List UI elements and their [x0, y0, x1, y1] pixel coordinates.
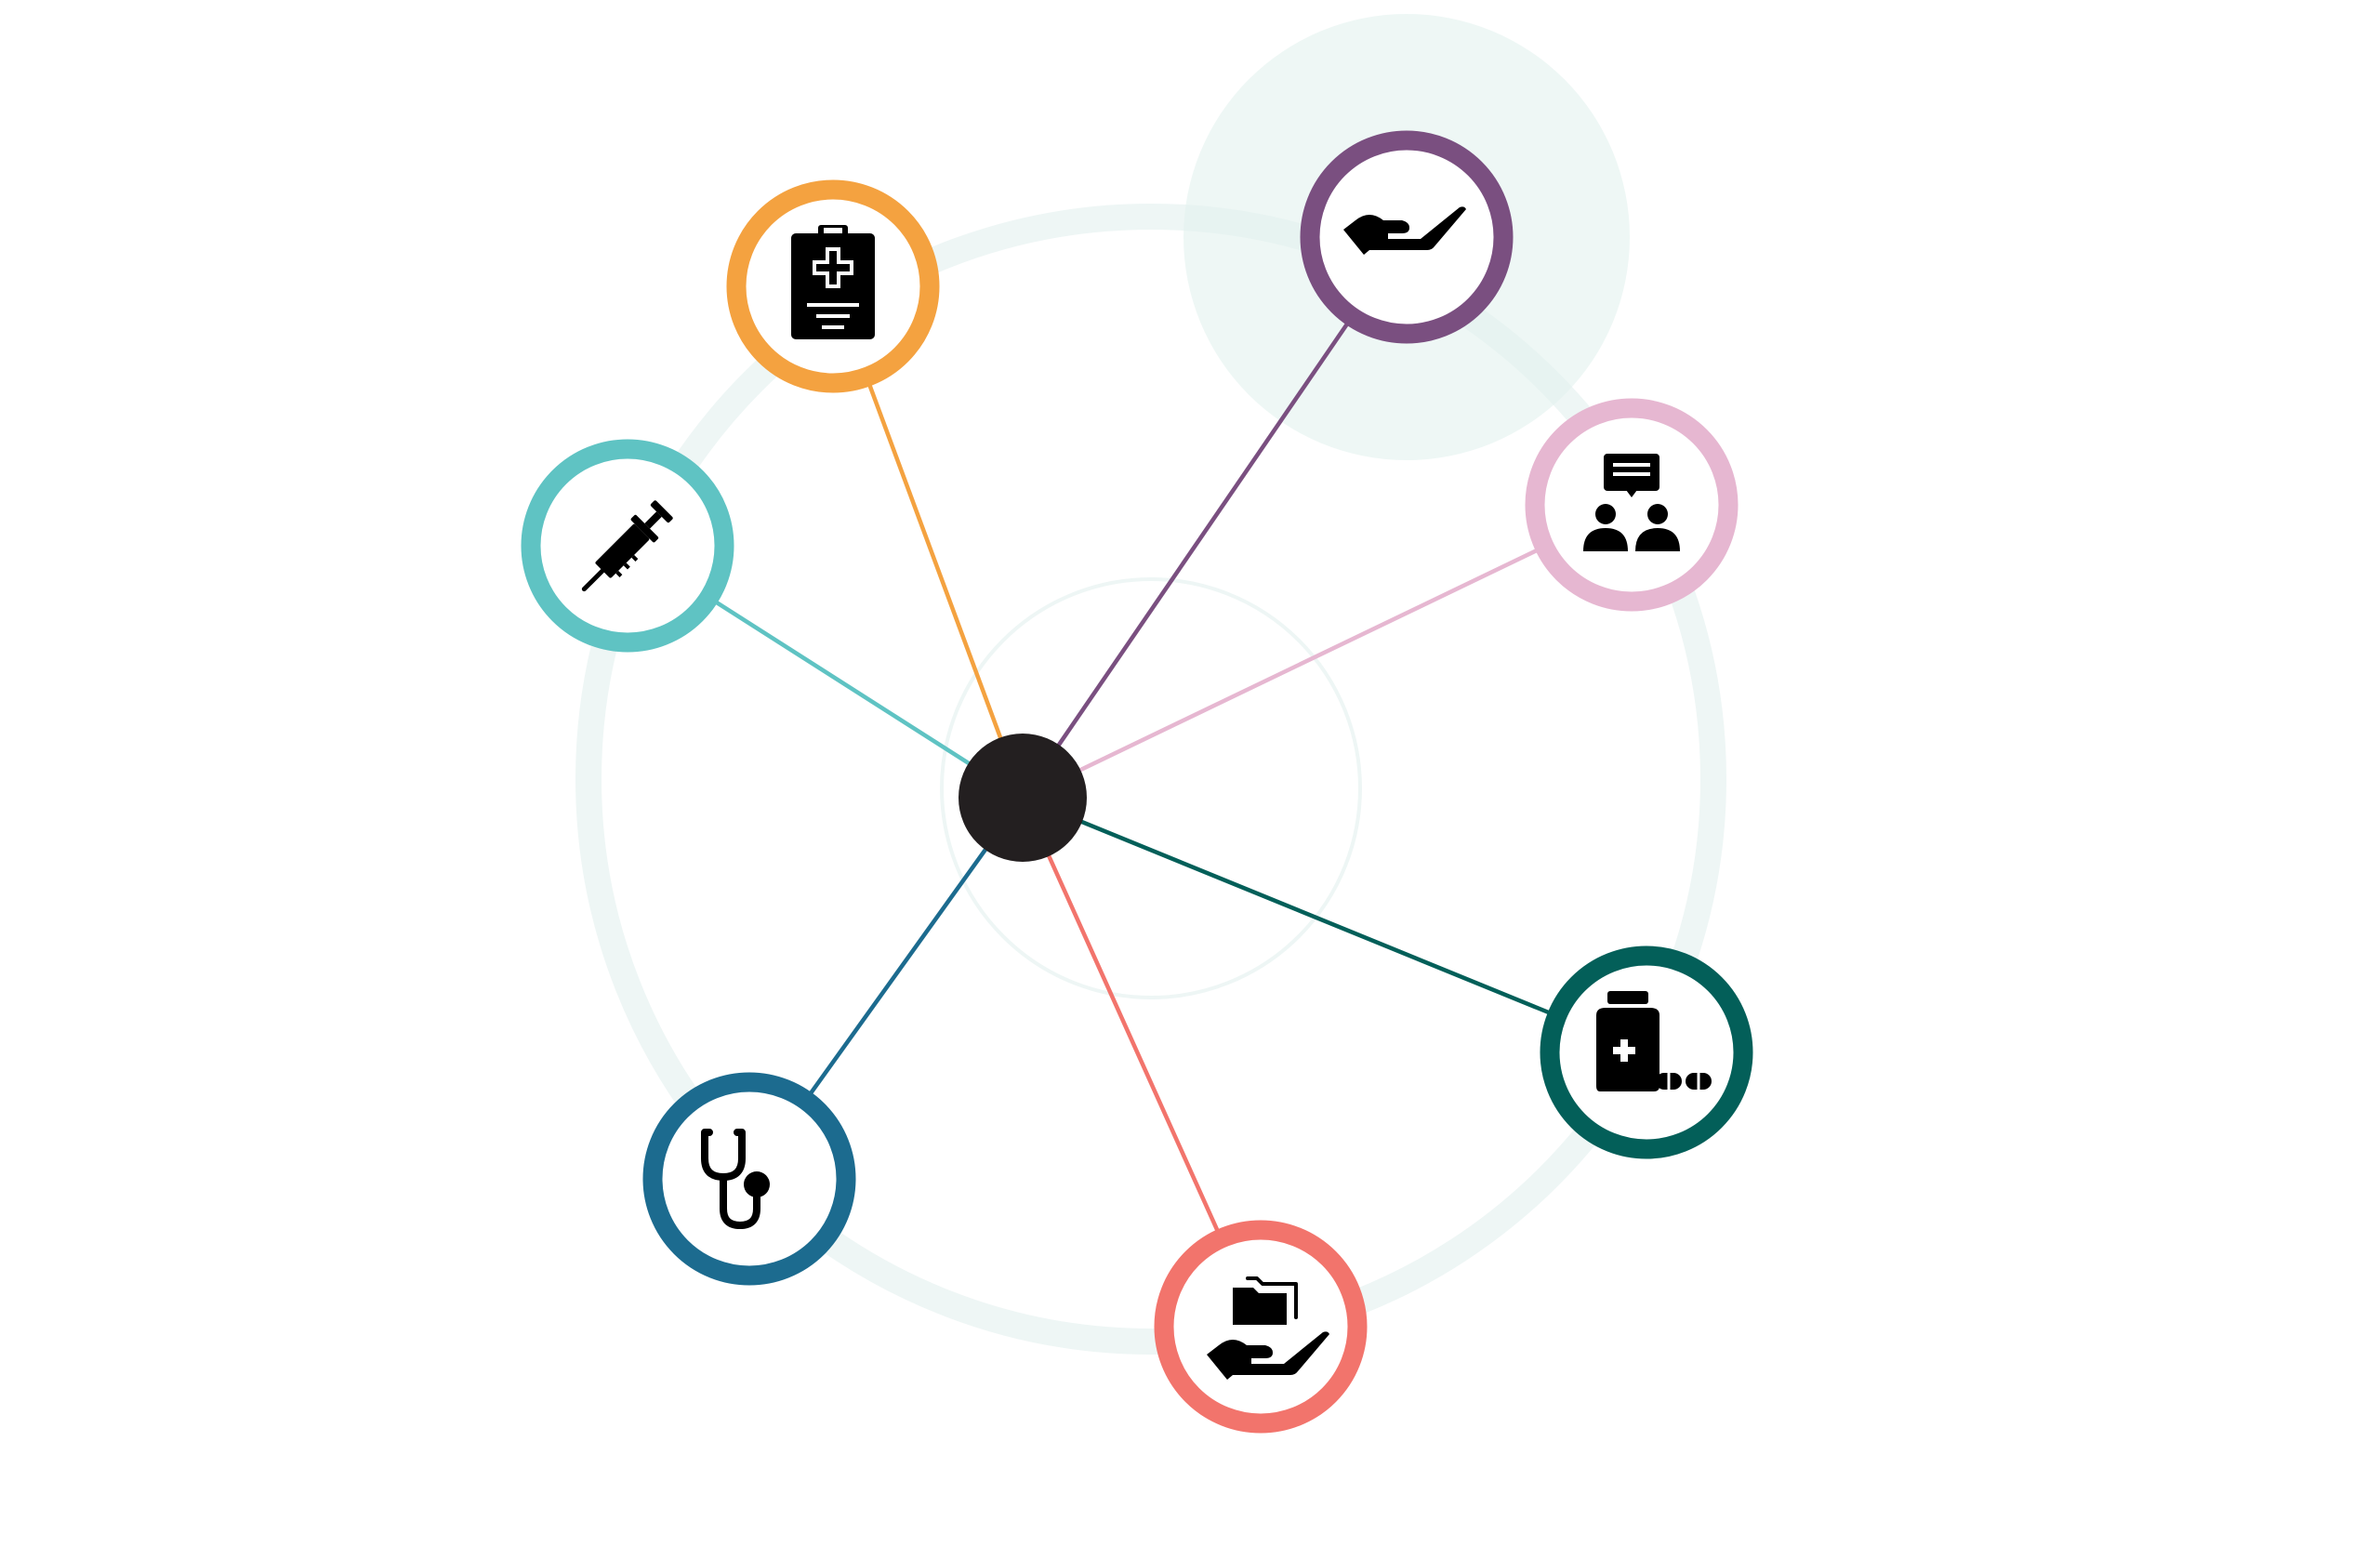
node-service-handover[interactable]: [1300, 130, 1514, 344]
spoke-medication: [1022, 795, 1647, 1055]
node-medication[interactable]: [1540, 945, 1753, 1159]
clipboard-medical-cross-icon: [791, 225, 875, 339]
node-ring: [1525, 398, 1739, 612]
stethoscope-icon: [701, 1129, 770, 1229]
node-medical-record[interactable]: [726, 179, 940, 393]
medicine-bottle-pills-icon: [1596, 991, 1712, 1091]
node-examination[interactable]: [642, 1072, 856, 1286]
node-document-handover[interactable]: [1154, 1220, 1368, 1434]
spoke-consultation: [1022, 502, 1633, 800]
hand-holding-folder-icon: [1207, 1276, 1329, 1380]
node-ring: [1300, 130, 1514, 344]
central-hub: [959, 734, 1087, 862]
node-vaccination[interactable]: [521, 439, 734, 653]
outer-guide-ring: [575, 204, 1726, 1355]
node-consultation[interactable]: [1525, 398, 1739, 612]
syringe-icon: [581, 500, 673, 592]
hand-receiving-icon: [1343, 206, 1466, 255]
node-ring: [1154, 1220, 1368, 1434]
inner-guide-ring: [940, 577, 1362, 999]
two-people-speech-bubble-icon: [1583, 454, 1680, 551]
spoke-service-handover: [1021, 235, 1408, 800]
